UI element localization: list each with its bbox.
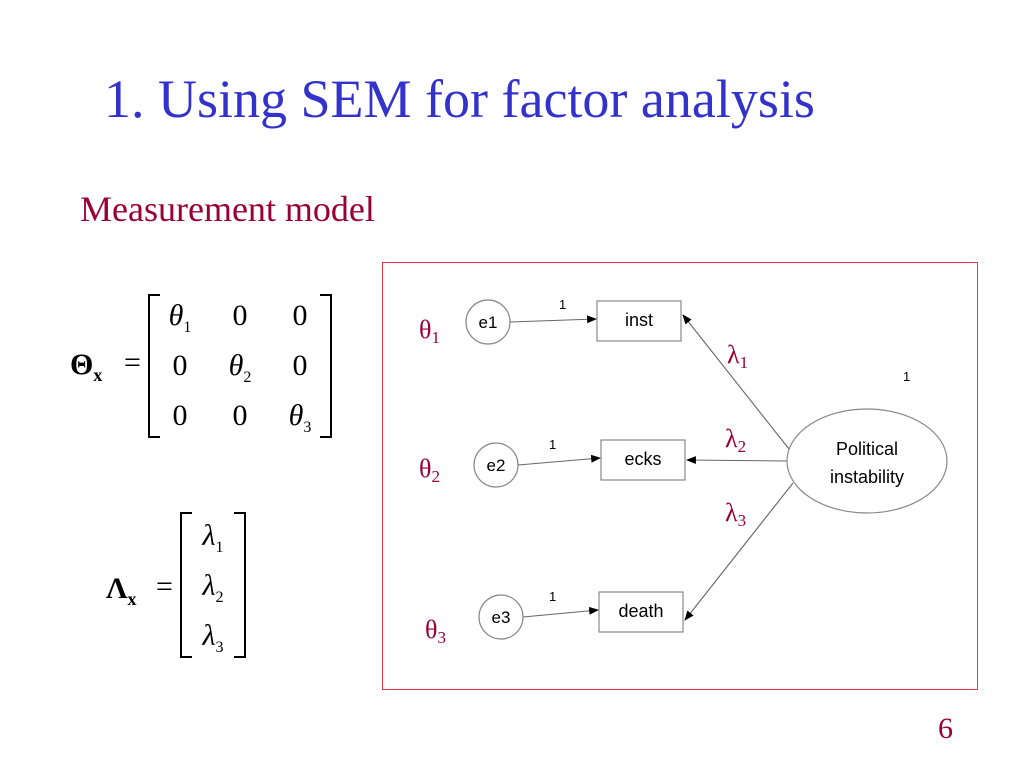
theta-cell: 0	[172, 349, 188, 382]
slide-title: 1. Using SEM for factor analysis	[104, 69, 815, 129]
theta-cell: θ2	[228, 349, 252, 386]
loading-path-inst	[682, 314, 790, 450]
theta-lhs: Θx	[70, 348, 102, 386]
theta-cell: 0	[292, 299, 308, 332]
error-label-e3: e3	[492, 608, 511, 627]
loading-path-ecks	[686, 456, 788, 465]
loading-path-death	[684, 482, 794, 621]
error-label-e1: e1	[479, 313, 498, 332]
factor-node	[786, 408, 948, 514]
theta-symbol: Θ	[70, 348, 94, 381]
indicator-label-ecks: ecks	[624, 449, 661, 469]
lambda-label-ecks: λ2	[725, 424, 746, 456]
indicator-label-death: death	[618, 601, 663, 621]
lambda-symbol: Λ	[106, 572, 128, 605]
slide-subtitle: Measurement model	[80, 189, 375, 229]
theta-cell: 0	[172, 399, 188, 432]
theta-cell: 0	[292, 349, 308, 382]
indicator-box-inst	[596, 300, 682, 342]
theta-cell: θ1	[168, 299, 192, 336]
theta-cell: θ3	[288, 399, 312, 436]
lambda-label-inst: λ1	[727, 340, 748, 372]
factor-variance-label: 1	[903, 369, 910, 384]
lambda-lhs: Λx	[106, 572, 137, 610]
theta-equals: =	[124, 346, 141, 379]
error-path-e3	[522, 606, 599, 618]
lambda-vector: λ1 λ2 λ3	[180, 512, 246, 658]
factor-label-line1: Political	[836, 439, 898, 459]
error-path-e2	[517, 454, 601, 466]
theta-label-e2: θ2	[419, 454, 440, 486]
lambda-subscript: x	[127, 589, 137, 609]
theta-matrix: θ1 0 0 0 θ2 0 0 0 θ3	[148, 294, 332, 438]
lambda-cell: λ3	[202, 619, 224, 656]
factor-label-line2: instability	[830, 467, 904, 487]
error-label-e2: e2	[487, 456, 506, 475]
theta-cell: 0	[232, 299, 248, 332]
error-path-label-e1: 1	[559, 297, 566, 312]
indicator-box-death	[598, 591, 684, 633]
error-path-e1	[509, 315, 597, 324]
lambda-label-death: λ3	[725, 498, 746, 530]
error-path-label-e3: 1	[549, 589, 556, 604]
theta-subscript: x	[93, 365, 103, 385]
indicator-box-ecks	[600, 439, 686, 481]
theta-label-e1: θ1	[419, 315, 440, 347]
indicator-label-inst: inst	[625, 310, 653, 330]
error-path-label-e2: 1	[549, 437, 556, 452]
lambda-cell: λ1	[202, 519, 224, 556]
theta-label-e3: θ3	[425, 615, 446, 647]
lambda-equals: =	[156, 570, 173, 603]
page-number: 6	[938, 712, 953, 745]
path-diagram: e1 1 θ1 e2 1 θ2 e3 1 θ3 inst λ1 ecks λ2 death λ3 Politi…	[382, 262, 978, 690]
lambda-cell: λ2	[202, 569, 224, 606]
path-diagram-svg: e1 1 θ1 e2 1 θ2 e3 1 θ3 inst λ1 ecks λ2 death λ3 Politi…	[419, 297, 948, 647]
theta-cell: 0	[232, 399, 248, 432]
